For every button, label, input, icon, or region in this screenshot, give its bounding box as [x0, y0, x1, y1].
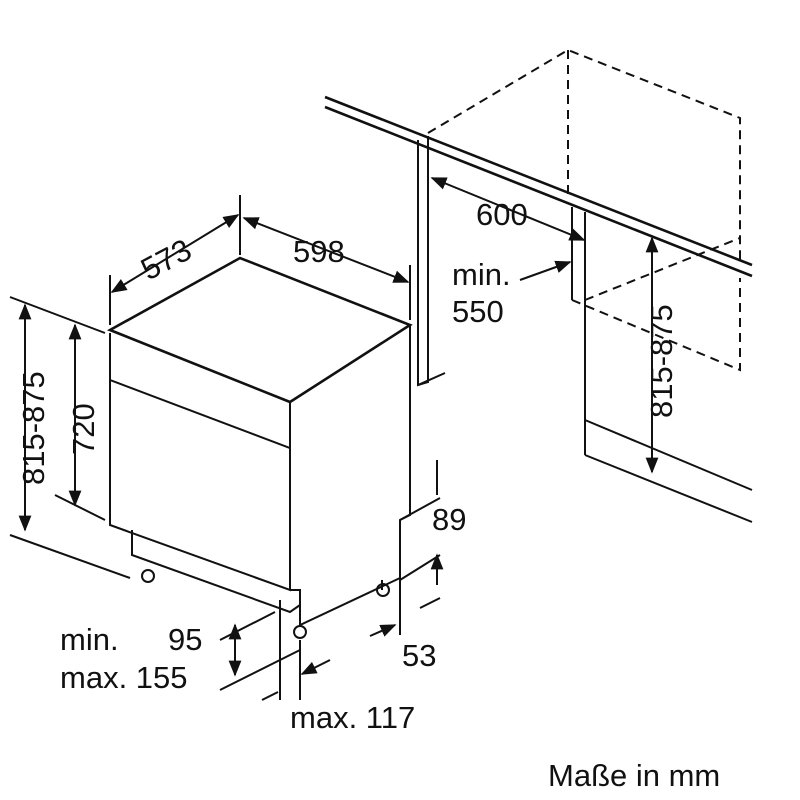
foot-max-label: max. 117: [290, 700, 415, 735]
plinth-height-label: 89: [432, 502, 466, 537]
door-min-value: 95: [168, 622, 202, 657]
niche-min-label: min.: [452, 257, 511, 292]
left-cabinet-panel: [417, 140, 429, 387]
right-cabinet-panel: [571, 207, 753, 523]
door-min-label: min.: [60, 622, 119, 657]
unit-note: Maße in mm: [548, 758, 720, 793]
door-max-label: max. 155: [60, 660, 188, 695]
niche-min-depth-label: 550: [452, 294, 504, 329]
niche-width-label: 600: [476, 197, 528, 232]
niche-dashed-outline: [427, 48, 741, 372]
depth-label: 573: [135, 232, 197, 287]
cabinet-niche: [324, 48, 753, 523]
height-range-left-label: 815-875: [16, 371, 51, 485]
width-label: 598: [293, 234, 345, 269]
height-range-right-label: 815-875: [644, 304, 679, 418]
plinth-depth-label: 53: [402, 638, 436, 673]
countertop: [324, 95, 753, 278]
dimension-lines: [9, 177, 659, 701]
dishwasher-body: [106, 256, 413, 639]
body-height-label: 720: [66, 403, 101, 455]
